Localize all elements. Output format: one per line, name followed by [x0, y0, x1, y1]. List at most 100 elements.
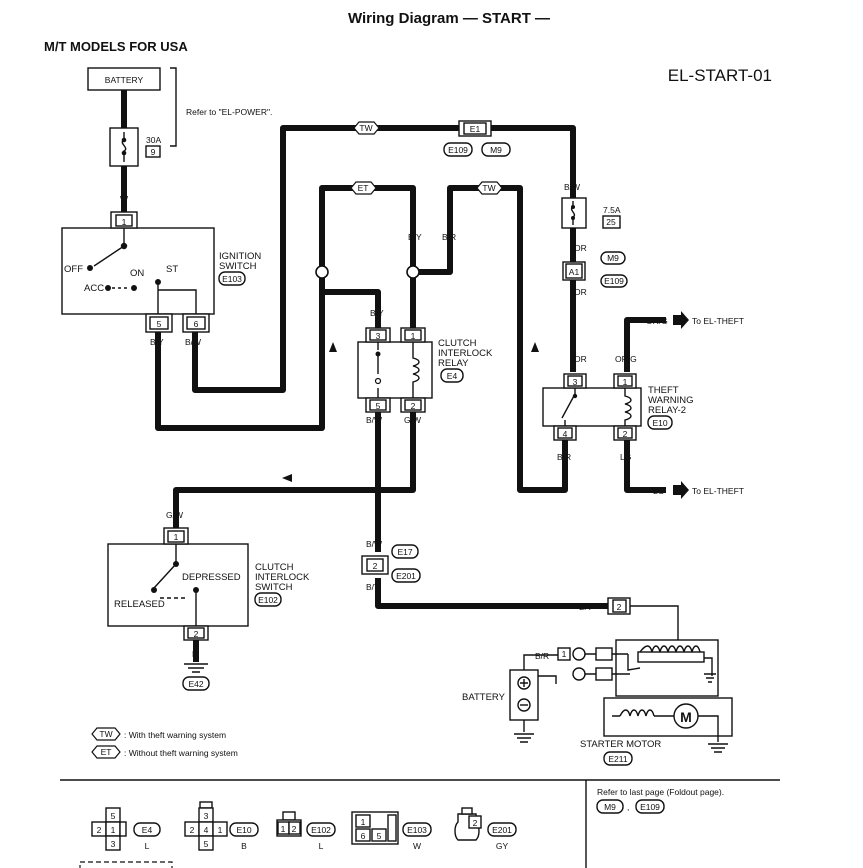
svg-text:2: 2 [623, 429, 628, 439]
ign-st: ST [166, 264, 178, 275]
conn-m9-b: M9 [607, 253, 619, 263]
svg-text:1: 1 [361, 817, 366, 827]
svg-text:1: 1 [174, 532, 179, 542]
footer-refer-e109: E109 [640, 802, 660, 812]
theft-name-2: WARNING [648, 395, 694, 406]
svg-text:: With theft warning system: : With theft warning system [124, 730, 226, 740]
footer-refer-m9: M9 [604, 802, 616, 812]
footer-refer-note: Refer to last page (Foldout page). [597, 787, 724, 797]
svg-text:1: 1 [411, 331, 416, 341]
svg-text:4: 4 [563, 429, 568, 439]
svg-text:GY: GY [496, 841, 509, 851]
battery-box [87, 67, 161, 91]
wire-by-mid: B/Y [408, 232, 422, 242]
svg-text:1: 1 [562, 649, 567, 659]
fuse-7-5a-rating: 7.5A [603, 205, 621, 215]
conn-e42: E42 [188, 679, 203, 689]
theft-name-3: RELAY-2 [648, 405, 686, 416]
svg-text:B: B [241, 841, 247, 851]
svg-text:TW: TW [99, 729, 112, 739]
wire-lg-bottom: LG [653, 486, 664, 496]
diagram-subtitle: M/T MODELS FOR USA [44, 39, 188, 54]
pin-e17: 2 [373, 561, 378, 571]
ign-name-2: SWITCH [219, 261, 257, 272]
svg-text:3: 3 [376, 331, 381, 341]
junction-et [315, 265, 329, 279]
wire-or-1: OR [574, 243, 587, 253]
svg-text:5: 5 [376, 401, 381, 411]
connector-face-e103: 1 6 5 E103 W [351, 811, 432, 851]
ground-symbol-switch [184, 663, 208, 673]
wire-org-top: OR/G [646, 316, 668, 326]
legend-et: ET : Without theft warning system [91, 745, 238, 759]
connector-face-e102: 1 2 E102 L [276, 811, 336, 851]
wire-bw-ign: B/W [185, 337, 201, 347]
svg-text:,: , [627, 802, 629, 812]
svg-text:2: 2 [190, 825, 195, 835]
legend-tw: TW : With theft warning system [91, 727, 226, 741]
svg-text:1: 1 [122, 217, 127, 227]
conn-a1: A1 [569, 267, 580, 277]
svg-text:2: 2 [473, 818, 478, 828]
svg-text:5: 5 [204, 839, 209, 849]
ign-name-1: IGNITION [219, 251, 261, 262]
diagram-title: Wiring Diagram — START — [348, 10, 550, 27]
wire-or-3: OR [574, 354, 587, 364]
clutch-interlock-relay: 3 1 5 2 [357, 327, 433, 413]
svg-text:W: W [413, 841, 421, 851]
svg-text:1: 1 [218, 825, 223, 835]
conn-e1: E1 [470, 124, 481, 134]
ign-on: ON [130, 268, 144, 279]
svg-text:1: 1 [111, 825, 116, 835]
wire-gw-switch: G/W [166, 510, 183, 520]
wire-bw-e1-left: B/W [436, 123, 452, 133]
wire-bw-e1-right: B/W [497, 123, 513, 133]
starter-motor: 2 M [595, 597, 733, 753]
ign-acc: ACC [84, 283, 104, 294]
svg-text:TW: TW [482, 183, 495, 193]
wire-lg-theft: LG [620, 452, 631, 462]
svg-text:2: 2 [617, 602, 622, 612]
starter-motor-label: STARTER MOTOR [580, 739, 661, 750]
switch-depressed: DEPRESSED [182, 572, 241, 583]
wire-bw-fuse: B/W [564, 182, 580, 192]
svg-text:2: 2 [411, 401, 416, 411]
conn-e211: E211 [608, 754, 627, 764]
conn-e103: E103 [222, 274, 242, 284]
svg-text:E103: E103 [407, 825, 427, 835]
svg-text:E10: E10 [236, 825, 251, 835]
to-el-theft-2: To EL-THEFT [692, 486, 744, 496]
diagram-code: EL-START-01 [668, 66, 772, 85]
tw-tag-top: TW [353, 121, 380, 135]
conn-e109-a: E109 [448, 145, 468, 155]
battery-bracket [170, 67, 177, 147]
svg-text:3: 3 [573, 377, 578, 387]
relay-name-1: CLUTCH [438, 338, 477, 349]
clutch-interlock-switch: 1 2 [107, 527, 249, 641]
wire-bw-e17: B/W [366, 539, 382, 549]
battery-label: BATTERY [105, 75, 144, 85]
svg-text:E102: E102 [311, 825, 331, 835]
junction-tw [406, 265, 420, 279]
ign-off: OFF [64, 264, 83, 275]
switch-name-2: INTERLOCK [255, 572, 310, 583]
switch-name-3: SWITCH [255, 582, 293, 593]
flow-arrows [282, 342, 539, 482]
svg-text:TW: TW [359, 123, 372, 133]
theft-warning-relay: 3 1 4 2 [542, 373, 642, 441]
wire-org-theft: OR/G [615, 354, 637, 364]
svg-text:ET: ET [101, 747, 112, 757]
wire-br-mid: B/R [442, 232, 456, 242]
wire-br-starter: B/R [535, 651, 549, 661]
svg-text:2: 2 [97, 825, 102, 835]
starter-battery-label: BATTERY [462, 692, 506, 703]
svg-text:5: 5 [111, 811, 116, 821]
wire-by-relay: B/Y [370, 308, 384, 318]
wire-or-2: OR [574, 287, 587, 297]
relay-name-2: INTERLOCK [438, 348, 493, 359]
svg-text:2: 2 [194, 629, 199, 639]
connector-face-e4: 5 2 1 3 E4 L [91, 807, 161, 851]
svg-text:1: 1 [623, 377, 628, 387]
wire-w: W [120, 194, 128, 204]
switch-name-1: CLUTCH [255, 562, 294, 573]
